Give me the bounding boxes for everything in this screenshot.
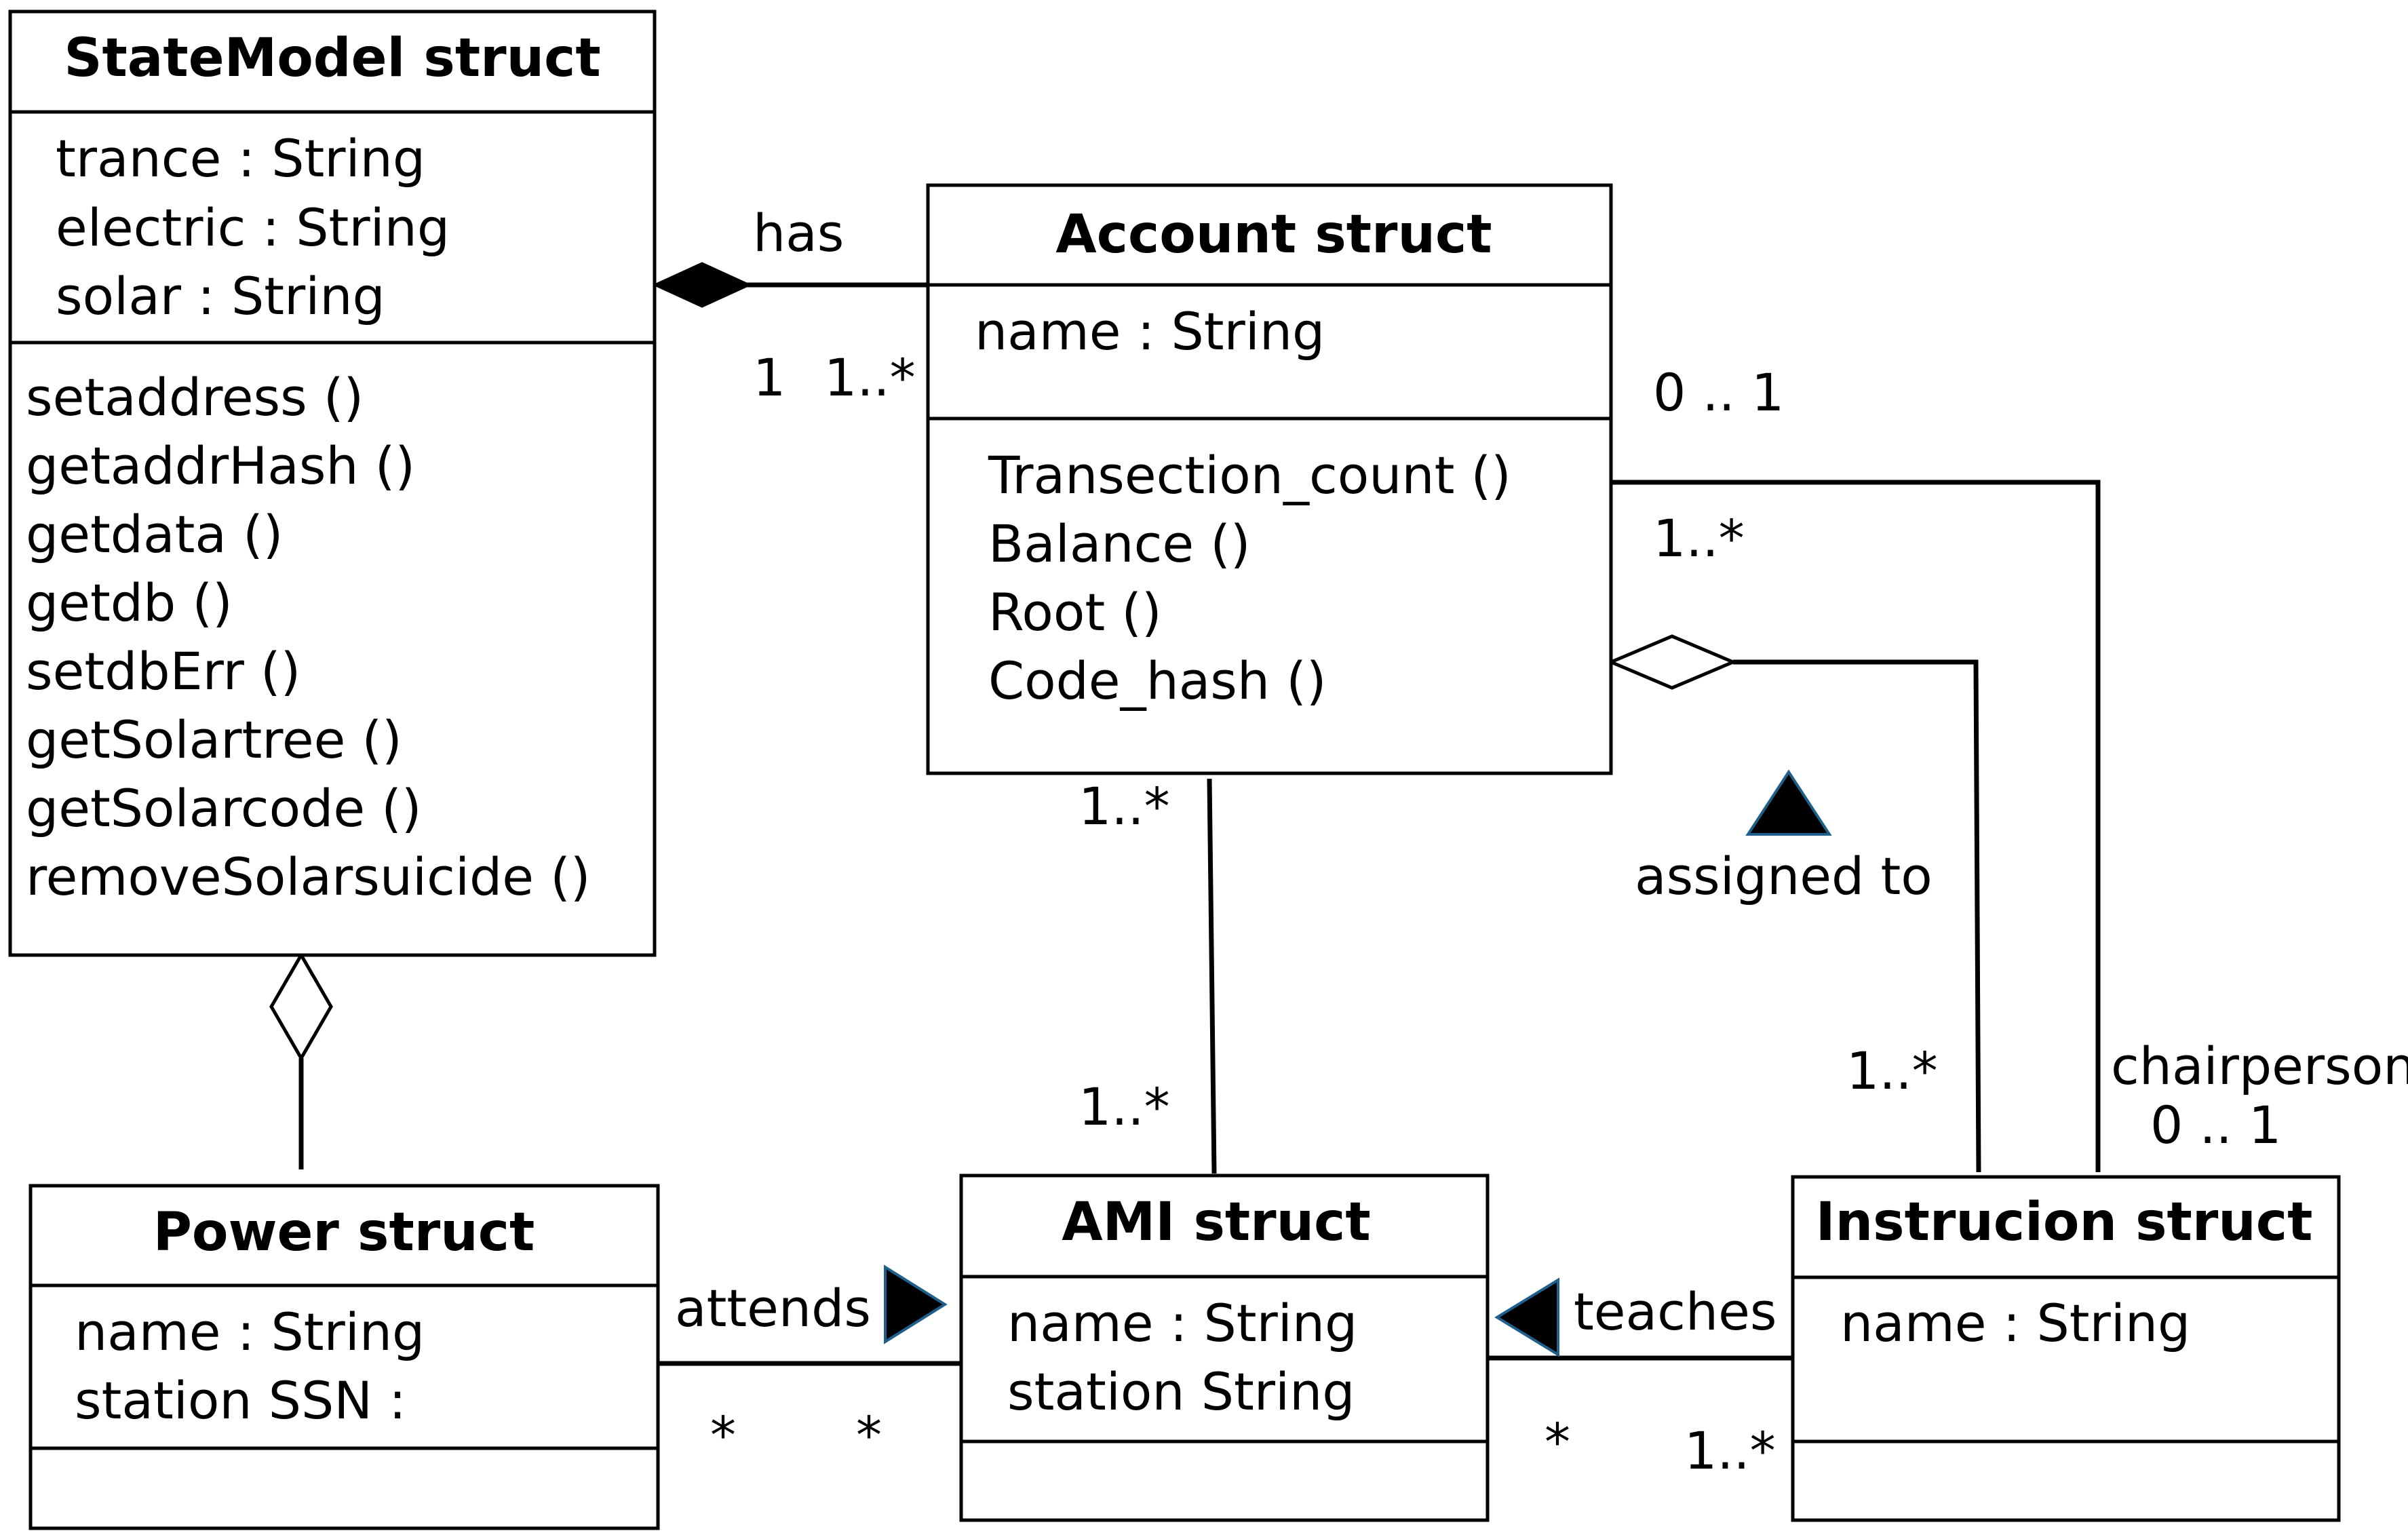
account-class: Account struct name : String Transection…	[926, 183, 1613, 775]
account-ami-multiplicity-account: 1..*	[1079, 776, 1170, 836]
ami-attribute: name : String	[1007, 1293, 1357, 1353]
ami-attribute: station String	[1007, 1361, 1355, 1422]
account-method: Code_hash ()	[988, 651, 1327, 711]
attends-label: attends	[675, 1278, 871, 1338]
has-label: has	[753, 203, 844, 263]
ami-class: AMI struct name : String station String	[959, 1174, 1490, 1522]
statemodel-method: getdb ()	[26, 573, 233, 633]
teaches-multiplicity-ami: *	[1545, 1412, 1570, 1472]
statemodel-method: getSolartree ()	[26, 710, 402, 770]
statemodel-class: StateModel struct trance : String electr…	[8, 9, 657, 957]
attends-direction-arrow-icon	[884, 1264, 948, 1344]
account-ami-multiplicity-ami: 1..*	[1079, 1077, 1170, 1137]
assigned-to-line	[1733, 659, 1981, 1173]
statemodel-title: StateModel struct	[64, 28, 600, 89]
ami-title: AMI struct	[1062, 1192, 1370, 1253]
statemodel-method: getSolarcode ()	[26, 778, 422, 838]
attends-multiplicity-power: *	[710, 1405, 736, 1465]
power-attribute: station SSN :	[75, 1370, 406, 1431]
assigned-multiplicity-account: 1..*	[1653, 508, 1745, 568]
statemodel-method: getaddrHash ()	[26, 435, 415, 496]
power-attribute: name : String	[75, 1302, 425, 1362]
teaches-label: teaches	[1574, 1281, 1776, 1342]
account-method: Balance ()	[988, 513, 1251, 574]
power-title: Power struct	[153, 1202, 535, 1263]
composition-diamond-icon	[652, 262, 752, 308]
chairperson-multiplicity-account: 0 .. 1	[1653, 362, 1784, 423]
assigned-to-label: assigned to	[1635, 846, 1933, 906]
assigned-multiplicity-instruction: 1..*	[1846, 1041, 1938, 1101]
statemodel-attribute: trance : String	[56, 128, 425, 189]
assigned-aggregation-diamond-icon	[1606, 634, 1738, 690]
account-ami-line	[1207, 778, 1217, 1174]
chairperson-multiplicity-instruction: 0 .. 1	[2150, 1095, 2281, 1155]
statemodel-method: getdata ()	[26, 504, 283, 564]
chairperson-label: chairperson	[2111, 1036, 2408, 1096]
has-multiplicity-account: 1..*	[824, 347, 916, 408]
chairperson-line	[1611, 480, 2101, 1172]
aggregation-diamond-icon	[269, 952, 333, 1062]
assigned-direction-arrow-icon	[1745, 769, 1832, 836]
instruction-attribute: name : String	[1840, 1293, 2190, 1353]
instruction-title: Instrucion struct	[1816, 1192, 2313, 1253]
instruction-class: Instrucion struct name : String	[1791, 1175, 2341, 1522]
statemodel-method: setaddress ()	[26, 367, 364, 427]
account-attribute: name : String	[975, 301, 1325, 362]
teaches-multiplicity-instruction: 1..*	[1684, 1420, 1776, 1481]
statemodel-method: setdbErr ()	[26, 641, 300, 701]
account-method: Root ()	[988, 582, 1162, 642]
statemodel-method: removeSolarsuicide ()	[26, 847, 591, 907]
teaches-direction-arrow-icon	[1494, 1277, 1559, 1357]
has-multiplicity-statemodel: 1	[753, 347, 785, 408]
statemodel-attribute: electric : String	[56, 197, 450, 258]
account-title: Account struct	[1055, 204, 1492, 265]
power-class: Power struct name : String station SSN :	[28, 1184, 660, 1530]
account-method: Transection_count ()	[988, 445, 1511, 505]
attends-multiplicity-ami: *	[856, 1405, 882, 1465]
statemodel-attribute: solar : String	[56, 266, 385, 326]
